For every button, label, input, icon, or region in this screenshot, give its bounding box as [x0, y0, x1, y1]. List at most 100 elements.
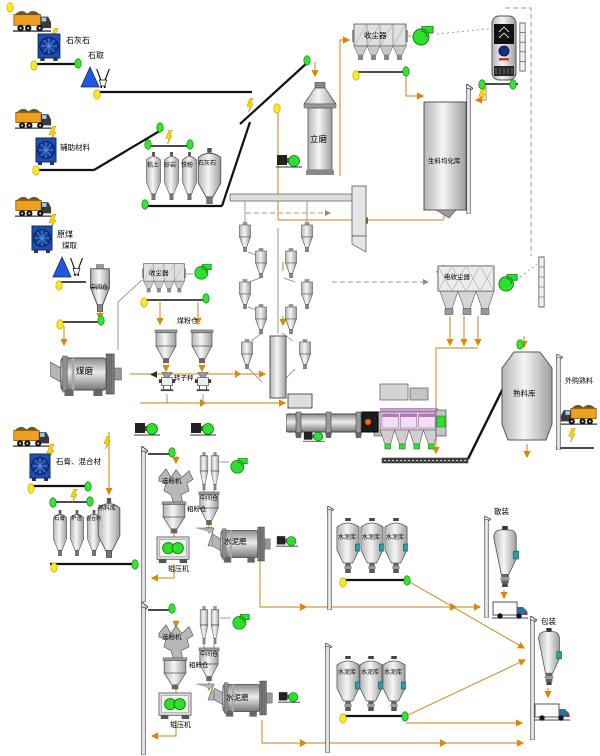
- cyclone-icon: [210, 606, 220, 644]
- label-coal-dust-collector: 收尘器: [149, 269, 169, 277]
- preheater-kiln-section: [229, 185, 469, 464]
- feed-arrow-icon: [70, 489, 78, 503]
- preheater-cyclone-icon: [239, 222, 251, 252]
- raw-mill-dust-collector-icon: [352, 23, 408, 61]
- humidifier-tower-icon: [491, 15, 517, 81]
- cement-silo-icon: [359, 656, 383, 712]
- coal-grinding-section: [14, 196, 216, 436]
- label-rotor-scale: 转子秤: [174, 374, 194, 382]
- bucket-elevator-icon: [466, 84, 473, 214]
- rotor-scale-icon: [194, 372, 212, 392]
- label-separator-2: 选粉机: [162, 633, 182, 641]
- roller-press-icon: [156, 536, 190, 564]
- label-raw-dust-collector: 收尘器: [364, 31, 387, 40]
- label-silo-sandstone: 砂岩: [164, 162, 177, 169]
- cement-silo-icon: [382, 656, 406, 712]
- bulk-loading-silo-icon: [493, 526, 519, 588]
- label-coal-mid-bin: 中间仓: [90, 284, 109, 291]
- fan-icon: [194, 264, 212, 280]
- smoke-chamber-icon: [287, 393, 313, 409]
- coal-powder-bin-icon: [154, 329, 178, 364]
- cement-silo-icon: [384, 518, 408, 574]
- label-coarse-bin-2: 粗粉仓: [189, 661, 209, 669]
- cement-grinding-line-2: [141, 602, 300, 755]
- feed-arrow-icon: [246, 98, 254, 113]
- top-duct-icon: [229, 193, 355, 202]
- coarse-bin-icon: [162, 657, 188, 690]
- label-raw-meal-silo: 生料均化库: [428, 157, 461, 165]
- separator-icon: [158, 468, 194, 505]
- cooler-equipment-icon: [409, 387, 429, 401]
- material-flow-lines: [60, 36, 552, 747]
- coal-crusher-icon: [31, 225, 53, 254]
- label-cement-mill-1: 水泥磨: [224, 537, 247, 546]
- flame-icon: [365, 419, 371, 425]
- label-vertical-mill: 立磨: [310, 135, 328, 145]
- gypsum-crusher-icon: [29, 453, 51, 482]
- coal-powder-bin-icon: [190, 329, 214, 364]
- label-cement-silo: 水泥库: [386, 534, 405, 541]
- bucket-elevator-icon: [556, 354, 563, 450]
- preheater-cyclone-icon: [299, 339, 311, 369]
- cooler-end-fan-icon: [436, 415, 446, 428]
- label-roller-press-1: 辊压机: [168, 565, 189, 573]
- label-coal-mill: 煤磨: [76, 367, 94, 377]
- feed-arrow-icon: [568, 428, 576, 443]
- label-clinker-silo: 熟料库: [513, 389, 536, 398]
- raw-meal-silo-icon: [423, 101, 467, 211]
- preheater-cyclone-icon: [301, 279, 313, 309]
- cement-silo-icon: [336, 518, 360, 574]
- label-stone-reclaim: 石取: [88, 51, 104, 60]
- fan-icon: [232, 614, 250, 630]
- fan-icon: [230, 458, 248, 474]
- label-silo-iron: 铁粉: [181, 162, 194, 169]
- label-coarse-bin-1: 粗粉仓: [187, 505, 207, 513]
- preheater-cyclone-icon: [239, 279, 251, 309]
- label-mid-bin-2: 中间仓: [200, 651, 219, 658]
- label-roller-press-2: 辊压机: [170, 721, 191, 729]
- cyclone-icon: [199, 452, 209, 490]
- cement-grinding-line-1: [141, 446, 298, 602]
- cyclone-icon: [210, 452, 220, 490]
- label-cement-silo: 水泥库: [338, 534, 357, 541]
- label-silo-mix: 混合材: [86, 516, 102, 522]
- mill-feed-chute-icon: [196, 683, 215, 701]
- rotor-scale-icon: [158, 372, 176, 392]
- cement-silo-icon: [336, 656, 360, 712]
- cyclone-icon: [199, 606, 209, 644]
- chimney-icon: [538, 256, 545, 308]
- label-bulk-loading: 散装: [494, 507, 509, 516]
- label-packing: 包装: [541, 617, 556, 626]
- preheater-cyclone-icon: [285, 304, 297, 334]
- raw-mill-section: [276, 15, 526, 219]
- bulk-truck-icon: [492, 601, 528, 620]
- bucket-elevator-icon: [141, 446, 148, 602]
- stockpile-icon: [80, 66, 100, 88]
- label-cement-silo: 水泥库: [361, 669, 380, 676]
- cement-silo-icon: [360, 518, 384, 574]
- dump-truck-icon: [12, 10, 52, 33]
- calciner-icon: [269, 335, 287, 399]
- downcomer-duct-icon: [351, 185, 367, 237]
- limestone-crushing-section: [12, 10, 110, 88]
- label-silo-slag: 炉渣: [71, 516, 83, 522]
- dump-truck-icon: [12, 426, 50, 448]
- purchased-clinker-truck-icon: [560, 404, 598, 426]
- clinker-section: [436, 256, 598, 450]
- aux-crusher-icon: [35, 137, 57, 166]
- bucket-elevator-icon: [327, 506, 334, 610]
- pump-icon: [190, 422, 216, 436]
- preheater-cyclone-icon: [285, 248, 297, 278]
- bucket-elevator-icon: [530, 616, 537, 740]
- mill-feed-chute-icon: [196, 527, 215, 547]
- dump-truck-icon: [14, 196, 52, 218]
- feed-arrow-icon: [165, 130, 173, 145]
- limestone-crusher-icon: [37, 33, 61, 62]
- label-coal-powder-bin: 煤粉仓: [177, 317, 198, 325]
- label-raw-coal: 原煤: [57, 230, 73, 239]
- limestone-silo-icon: [197, 148, 222, 204]
- cooler-equipment-icon: [379, 383, 409, 401]
- coal-stockpile-icon: [52, 256, 72, 278]
